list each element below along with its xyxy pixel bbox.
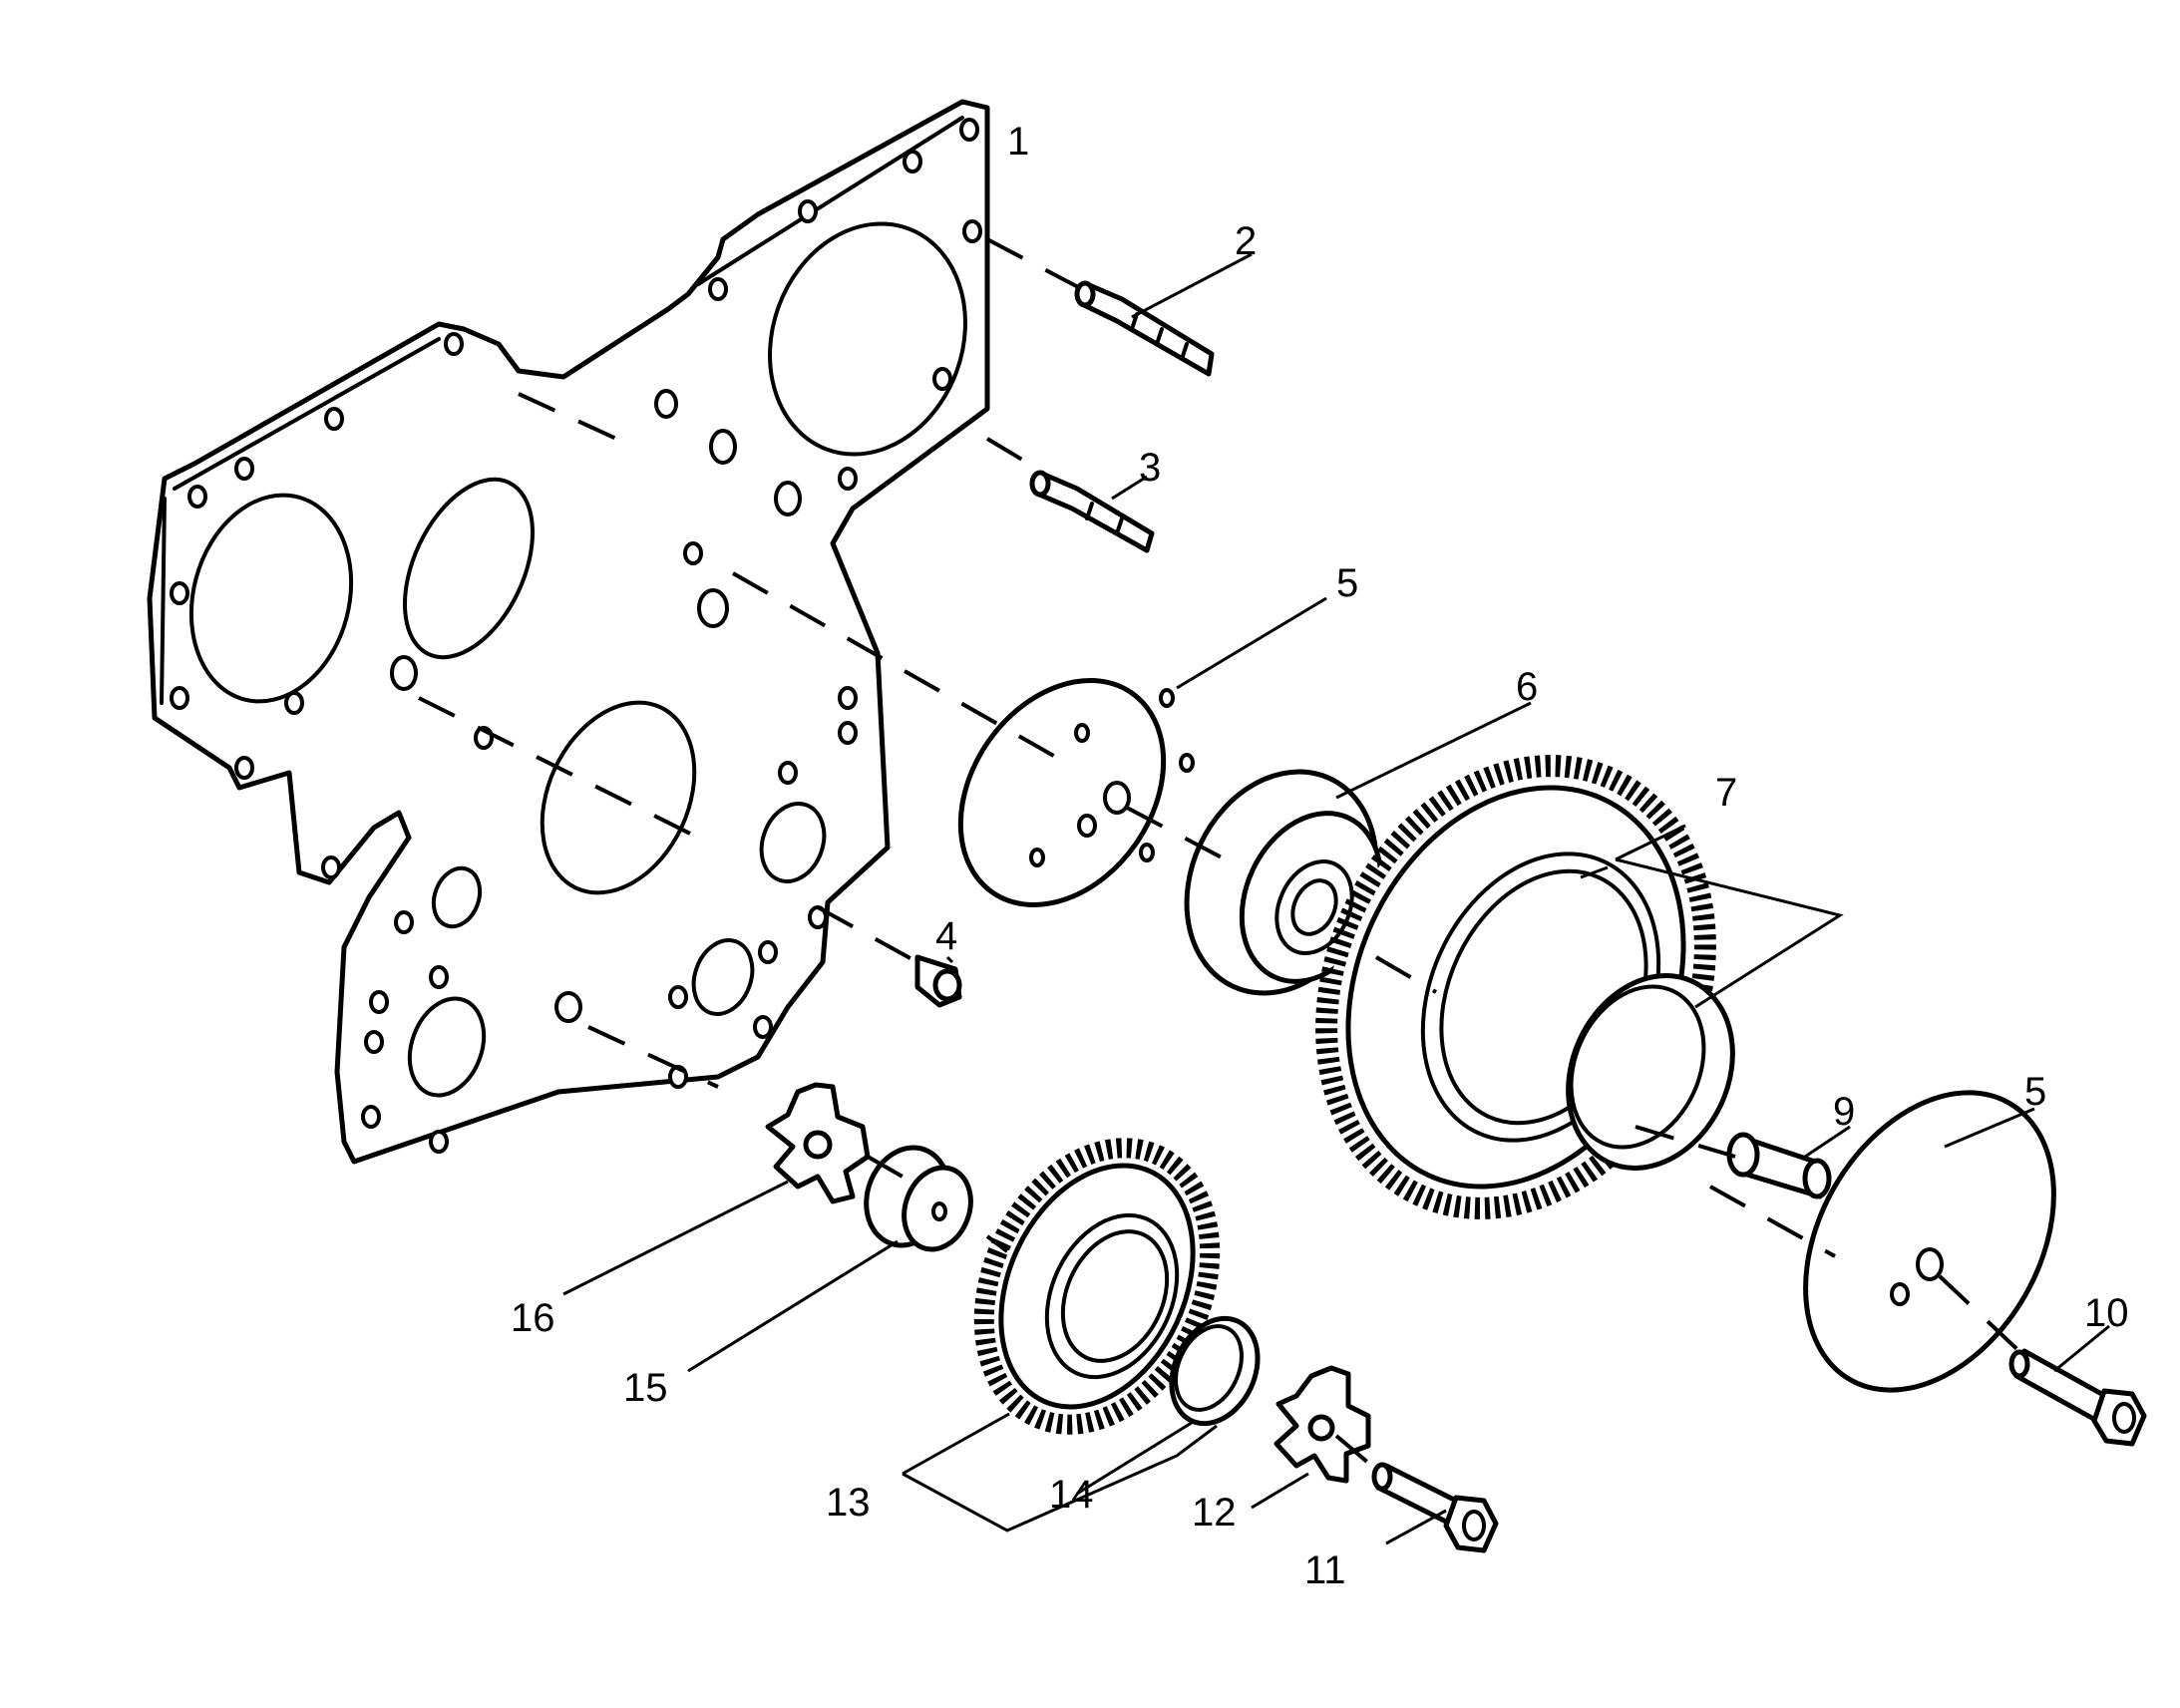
part-2-stud: [1074, 280, 1215, 377]
label-10: 10: [2084, 1291, 2129, 1335]
callout-labels: 1 2 3 4 5 6 7 9 5 10 11 12 13 14 15 16: [511, 120, 2129, 1592]
plate-bore-top: [768, 221, 967, 457]
part-9-dowel-pin: [1726, 1132, 1832, 1199]
plate-bore-left: [188, 493, 354, 704]
part-1-timing-plate: [147, 99, 990, 1165]
part-12-drive-star: [1273, 1365, 1371, 1484]
label-15: 15: [623, 1366, 668, 1410]
label-4: 4: [935, 914, 957, 958]
label-5-upper: 5: [1336, 561, 1358, 605]
plate-bore-small-left: [431, 865, 483, 929]
callout-leaders: [562, 252, 2110, 1545]
label-7: 7: [1715, 771, 1737, 815]
part-11-flange-bolt: [1371, 1462, 1499, 1553]
part-15-spacer: [864, 1145, 973, 1252]
label-2: 2: [1235, 219, 1257, 263]
part-16-drive-star: [765, 1082, 871, 1204]
label-13: 13: [826, 1481, 871, 1525]
plate-bore-lower-right: [691, 938, 755, 1016]
label-11: 11: [1304, 1548, 1346, 1592]
part-3-stud: [1029, 470, 1155, 553]
part-5-thrust-plate-upper: [957, 678, 1195, 907]
plate-bore-lower-left: [407, 996, 487, 1098]
plate-bore-upper-mid: [402, 477, 536, 660]
part-5-thrust-plate-lower: [1803, 1090, 2056, 1393]
part-14-bushing: [1169, 1315, 1261, 1427]
label-5-lower: 5: [2024, 1070, 2046, 1114]
label-3: 3: [1139, 446, 1161, 490]
plate-bolt-holes: [170, 118, 982, 1154]
part-10-flange-bolt: [2008, 1348, 2147, 1447]
plate-bore-right: [759, 802, 827, 883]
label-1: 1: [1007, 120, 1029, 164]
assembly-centerlines: [418, 237, 2026, 1476]
label-12: 12: [1192, 1491, 1237, 1535]
label-16: 16: [511, 1296, 555, 1340]
part-4-dowel: [914, 954, 962, 1008]
label-14: 14: [1049, 1473, 1094, 1517]
part-7-idler-gear: [1315, 755, 1735, 1219]
label-6: 6: [1516, 665, 1538, 709]
label-9: 9: [1833, 1090, 1855, 1134]
part-13-gear: [973, 1138, 1221, 1435]
